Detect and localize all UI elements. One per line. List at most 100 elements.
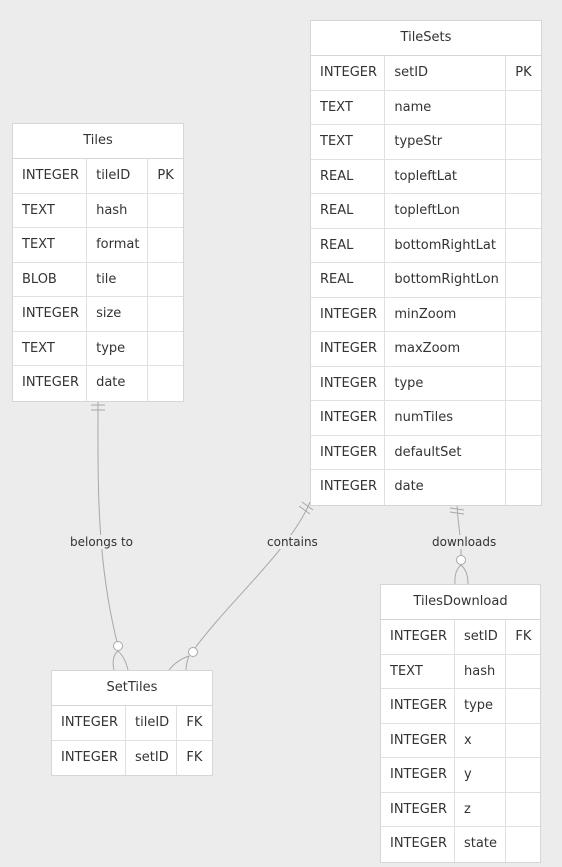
tilesdownload-title: TilesDownload [381, 585, 540, 620]
settiles-title: SetTiles [52, 671, 212, 706]
column-key [505, 827, 540, 862]
column-key [505, 401, 541, 435]
column-key [147, 331, 183, 365]
contains-many-marker [168, 647, 198, 671]
column-type: INTEGER [22, 375, 80, 390]
tiles-column-row: TEXT type [13, 331, 183, 366]
column-name: tileID [125, 706, 176, 740]
column-key [505, 689, 540, 723]
column-type: INTEGER [390, 767, 448, 782]
column-type: TEXT [22, 202, 55, 218]
column-name: format [86, 228, 147, 262]
contains-one-marker [298, 501, 314, 515]
column-name: setID [125, 740, 176, 775]
belongs-to-label: belongs to [69, 535, 135, 549]
downloads-line [456, 501, 462, 561]
column-key [505, 125, 541, 159]
column-name: size [86, 297, 147, 331]
column-name: maxZoom [384, 332, 505, 366]
column-key: FK [505, 620, 540, 654]
column-name: numTiles [384, 401, 505, 435]
contains-label: contains [266, 535, 319, 549]
column-type: TEXT [320, 134, 353, 149]
downloads-one-marker [449, 507, 465, 515]
column-type: INTEGER [320, 410, 378, 425]
downloads-label: downloads [431, 535, 498, 549]
column-name: type [86, 331, 147, 365]
column-type: REAL [320, 203, 354, 218]
column-key [147, 297, 183, 331]
tilesets-column-row: REAL topleftLon [311, 194, 541, 229]
column-key [505, 263, 541, 297]
column-key [147, 228, 183, 262]
column-name: tileID [86, 159, 147, 193]
column-type: INTEGER [320, 306, 378, 322]
tilesets-title: TileSets [311, 21, 541, 56]
column-name: typeStr [384, 125, 505, 159]
column-type: TEXT [320, 99, 353, 115]
column-name: defaultSet [384, 435, 505, 469]
column-key [505, 332, 541, 366]
column-name: y [454, 758, 505, 792]
column-name: state [454, 827, 505, 862]
column-key: FK [176, 740, 212, 775]
tilesets-column-row: TEXT typeStr [311, 125, 541, 160]
column-type: TEXT [22, 237, 55, 252]
column-type: INTEGER [22, 306, 80, 321]
column-type: TEXT [390, 663, 423, 679]
column-type: INTEGER [320, 375, 378, 391]
column-key [505, 159, 541, 193]
column-name: topleftLon [384, 194, 505, 228]
column-key [505, 758, 540, 792]
column-type: INTEGER [61, 749, 119, 765]
column-type: INTEGER [390, 629, 448, 644]
column-type: BLOB [22, 271, 57, 287]
column-key: PK [147, 159, 183, 193]
column-type: INTEGER [22, 168, 80, 183]
column-key [147, 366, 183, 401]
column-key [147, 262, 183, 296]
tilesdownload-column-row: INTEGER y [381, 758, 540, 793]
tiles-column-row: BLOB tile [13, 262, 183, 297]
column-key: FK [176, 706, 212, 740]
column-type: TEXT [22, 340, 55, 356]
column-name: minZoom [384, 297, 505, 331]
column-key [147, 193, 183, 227]
column-name: name [384, 90, 505, 124]
tilesets-column-row: TEXT name [311, 90, 541, 125]
column-type: INTEGER [320, 65, 378, 80]
column-key [505, 228, 541, 262]
tilesets-column-row: INTEGER minZoom [311, 297, 541, 332]
column-type: REAL [320, 168, 354, 184]
column-key [505, 194, 541, 228]
belongs-to-many-marker [112, 641, 129, 671]
downloads-many-marker [454, 555, 469, 585]
belongs-to-line [97, 398, 119, 647]
contains-line [191, 501, 311, 653]
column-name: tile [86, 262, 147, 296]
column-name: x [454, 723, 505, 757]
belongs-to-one-marker [91, 404, 105, 411]
